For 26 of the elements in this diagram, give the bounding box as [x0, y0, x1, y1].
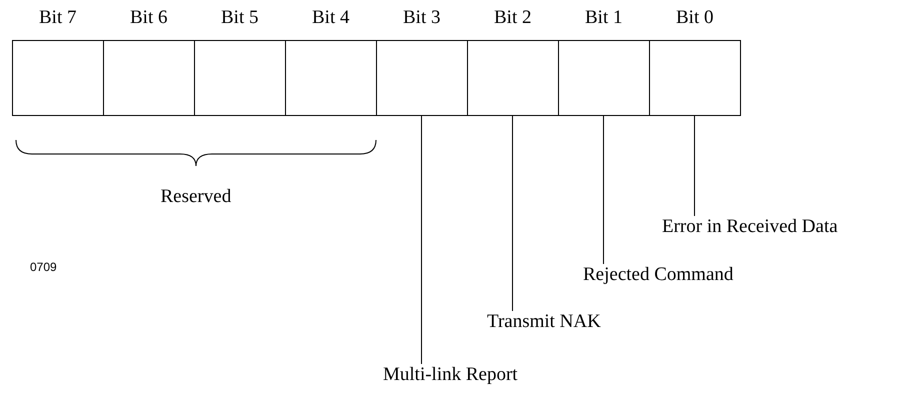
bit-label: Bit 2	[494, 7, 532, 29]
bit-cell	[103, 40, 195, 116]
bit-label: Bit 7	[39, 7, 76, 29]
bit-cell	[285, 40, 377, 116]
bit-cell	[376, 40, 468, 116]
bit-label: Bit 4	[312, 7, 350, 29]
leader-line	[421, 116, 422, 364]
leader-line	[694, 116, 695, 216]
field-description: Transmit NAK	[487, 311, 601, 333]
bit-cell	[467, 40, 559, 116]
bit-cell	[649, 40, 741, 116]
figure-number: 0709	[30, 259, 57, 276]
group-label: Reserved	[160, 186, 232, 208]
bit-label: Bit 3	[403, 7, 440, 29]
bit-label: Bit 6	[130, 7, 168, 29]
bit-cell	[194, 40, 286, 116]
leader-line	[512, 116, 513, 312]
bit-cell	[558, 40, 650, 116]
field-description: Error in Received Data	[662, 216, 838, 238]
field-description: Rejected Command	[583, 264, 734, 286]
bit-label: Bit 1	[585, 7, 622, 29]
field-description: Multi-link Report	[383, 364, 518, 386]
bit-label: Bit 5	[221, 7, 258, 29]
leader-line	[603, 116, 604, 264]
bit-cell	[12, 40, 104, 116]
bit-label: Bit 0	[676, 7, 714, 29]
